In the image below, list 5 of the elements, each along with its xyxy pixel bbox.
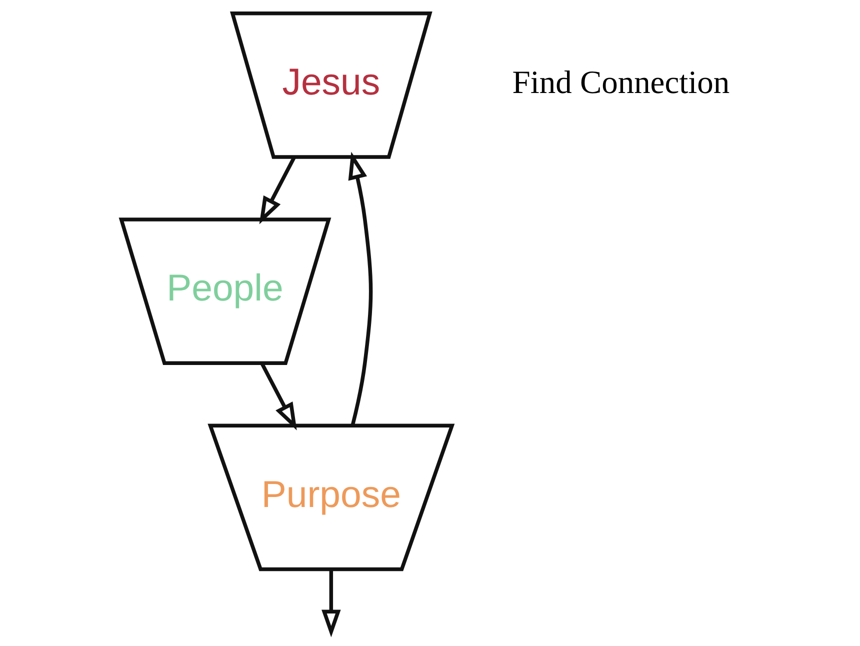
label: Find Connection	[512, 65, 730, 102]
arrow	[322, 569, 341, 638]
arrow	[260, 362, 297, 430]
arrow	[348, 152, 373, 426]
arrow	[259, 156, 296, 224]
